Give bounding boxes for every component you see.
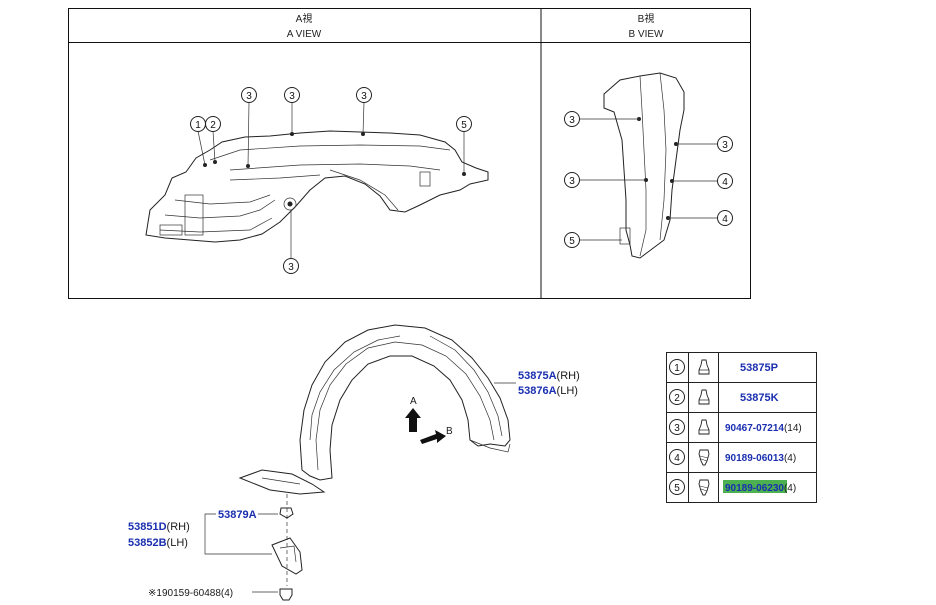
row-index: 3 (674, 423, 680, 434)
fastener-row: 5 90189-06230(4) (669, 479, 796, 496)
a-view-title: A視 (296, 12, 313, 25)
row-index: 4 (674, 453, 680, 464)
row-index: 5 (674, 483, 680, 494)
a-view-callouts: 1 2 3 3 3 5 3 (190, 87, 472, 274)
svg-text:3: 3 (288, 262, 294, 273)
liner-rh: 53875A(RH) (518, 370, 580, 382)
callout-2: 2 (205, 116, 221, 132)
screw-icon (698, 449, 710, 466)
liner-lh: 53876A(LH) (518, 385, 578, 397)
row-index-circle (669, 449, 685, 465)
callout-3: 3 (564, 111, 580, 127)
fastener-row: 1 53875P (669, 359, 778, 375)
callout-3: 3 (283, 258, 299, 274)
row-qty: (4) (784, 483, 796, 494)
row-index: 1 (674, 363, 680, 374)
callout-3: 3 (356, 87, 372, 103)
svg-text:3: 3 (246, 91, 252, 102)
svg-text:3: 3 (289, 91, 295, 102)
part-link-53875k[interactable]: 53875K (740, 392, 779, 404)
seal-lh: 53852B(LH) (128, 537, 188, 549)
callout-3: 3 (564, 172, 580, 188)
b-view-callouts: 3 3 5 3 4 4 (564, 111, 733, 248)
svg-text:3: 3 (722, 140, 728, 151)
liner-labels: 53875A(RH) 53876A(LH) (494, 370, 580, 397)
svg-text:5: 5 (569, 236, 575, 247)
row-part: 53875P (740, 362, 778, 374)
part-link-53852b[interactable]: 53852B (128, 537, 167, 549)
arrow-right-icon (420, 430, 446, 444)
b-view-title: B視 (638, 12, 655, 25)
direction-label-a: A (410, 396, 417, 407)
callout-1: 1 (190, 116, 206, 132)
a-view-subtitle: A VIEW (287, 29, 322, 40)
svg-text:3: 3 (569, 176, 575, 187)
svg-text:3: 3 (361, 91, 367, 102)
part-link-90189-06230[interactable]: 90189-06230 (725, 483, 784, 494)
a-view-liner-drawing (145, 101, 489, 258)
part-link-53851d[interactable]: 53851D (128, 521, 167, 533)
direction-label-b: B (446, 426, 453, 437)
row-index-circle (669, 419, 685, 435)
part-link-90189-06013[interactable]: 90189-06013 (725, 453, 784, 464)
svg-text:3: 3 (569, 115, 575, 126)
callout-5: 5 (456, 116, 472, 132)
part-link-53875a[interactable]: 53875A (518, 370, 557, 382)
callout-4: 4 (717, 173, 733, 189)
part-link-90159-60488[interactable]: 90159-60488 (162, 588, 221, 599)
row-part: 90189-06230(4) (725, 483, 796, 494)
highlight-marker (723, 480, 787, 493)
fastener-row: 3 90467-07214(14) (669, 419, 802, 435)
row-index-circle (669, 479, 685, 495)
b-view-subtitle: B VIEW (628, 29, 664, 40)
svg-text:2: 2 (210, 120, 216, 131)
row-qty: (14) (784, 423, 802, 434)
fastener-row: 2 53875K (669, 389, 779, 405)
seal-shape (271, 537, 303, 575)
screw-shape (279, 588, 293, 601)
clip-icon (698, 359, 710, 375)
row-part: 90189-06013(4) (725, 453, 796, 464)
part-link-53876a[interactable]: 53876A (518, 385, 557, 397)
row-qty: (4) (784, 453, 796, 464)
arrow-up-icon (405, 408, 421, 432)
screw-icon (698, 479, 710, 496)
callout-3: 3 (284, 87, 300, 103)
seal-rh: 53851D(RH) (128, 521, 190, 533)
clip-icon (698, 419, 710, 435)
part-link-53879a[interactable]: 53879A (218, 509, 257, 521)
callout-3: 3 (717, 136, 733, 152)
callout-5: 5 (564, 232, 580, 248)
clip-icon (698, 389, 710, 405)
row-part: 53875K (740, 392, 779, 404)
view-panels: A視 A VIEW B視 B VIEW (68, 8, 751, 299)
direction-arrows: A B (405, 396, 453, 444)
svg-text:5: 5 (461, 120, 467, 131)
row-index-circle (669, 359, 685, 375)
part-link-90467-07214[interactable]: 90467-07214 (725, 423, 784, 434)
callout-3: 3 (241, 87, 257, 103)
part-link-53875p[interactable]: 53875P (740, 362, 778, 374)
row-index-circle (669, 389, 685, 405)
lower-parts: 53879A 53851D(RH) 53852B(LH) ※190159-604… (128, 494, 303, 601)
row-index: 2 (674, 393, 680, 404)
fastener-row: 4 90189-06013(4) (669, 449, 796, 466)
svg-text:4: 4 (722, 214, 728, 225)
screw-label: ※190159-60488(4) (148, 588, 233, 599)
row-part: 90467-07214(14) (725, 423, 802, 434)
retainer-shape (279, 507, 294, 519)
fender-liner-drawing (238, 324, 511, 495)
fastener-table: 1 53875P 2 53875K 3 90467-07214(14) 4 90189-060… (666, 352, 817, 503)
b-view-liner-drawing (580, 72, 717, 259)
callout-4: 4 (717, 210, 733, 226)
svg-text:1: 1 (195, 120, 201, 131)
svg-text:4: 4 (722, 177, 728, 188)
